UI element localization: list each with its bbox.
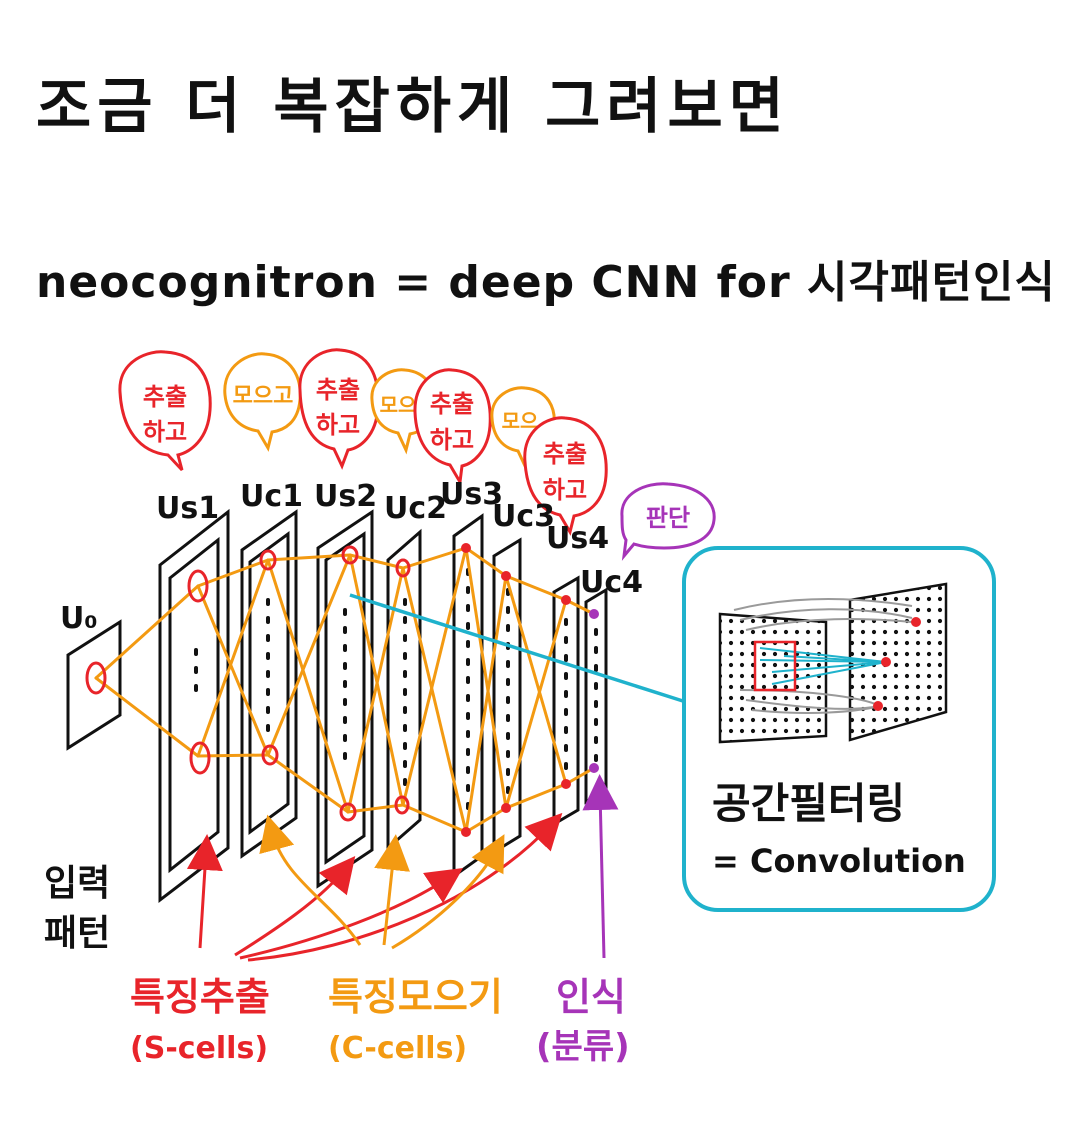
page-title: 조금 더 복잡하게 그려보면 [36,72,790,142]
legend-c-sub: (C-cells) [328,1031,467,1066]
bubble-judge: 판단 [620,482,716,561]
layer-us1-frame [158,508,230,904]
inset-output-map [848,582,948,742]
bubble-extract-2-line1: 추출 [316,376,360,404]
bubble-extract-4: 추출 하고 [523,416,608,536]
page-subtitle: neocognitron = deep CNN for 시각패턴인식 [36,257,1056,308]
bubble-extract-3-line2: 하고 [430,426,474,454]
bubble-extract-3: 추출 하고 [413,368,492,487]
convolution-link [349,593,687,704]
layer-us2-frame [316,509,374,889]
bubble-extract-1: 추출 하고 [118,350,212,472]
output-cell-bottom [589,763,599,773]
bubble-gather-1-text: 모으고 [233,384,294,409]
inset-input-map [718,612,828,744]
label-us2: Us2 [314,479,377,514]
inset-title: 공간필터링 [712,779,905,828]
label-u0: U₀ [60,601,98,636]
label-us4: Us4 [546,521,609,556]
legend-r-title: 인식 [556,975,626,1019]
output-cell-top [589,609,599,619]
layer-uc2-frame [386,528,422,852]
cell-us1-top [187,569,209,603]
label-us3: Us3 [440,477,503,512]
bubble-gather-1: 모으고 [223,352,302,452]
label-uc3: Uc3 [492,499,555,534]
bubble-extract-1-line2: 하고 [143,418,187,446]
bubble-extract-2-line2: 하고 [316,411,360,439]
legend-s-sub: (S-cells) [130,1031,268,1066]
label-uc4: Uc4 [580,565,643,600]
bubble-judge-text: 판단 [646,504,690,532]
label-uc1: Uc1 [240,479,303,514]
bubble-extract-3-line1: 추출 [430,390,474,418]
layer-u0-frame [66,619,122,751]
legend-c-title: 특징모으기 [328,975,503,1019]
bubble-gather-3-text: 모으 [502,409,539,433]
label-us1: Us1 [156,491,219,526]
bubble-gather-2-text: 모으 [380,393,417,417]
cell-us1-bottom [189,741,211,775]
input-label-line1: 입력 [44,863,110,904]
inset-sub: = Convolution [712,842,966,880]
input-label-line2: 패턴 [44,913,110,954]
legend-r-sub: (분류) [536,1027,630,1067]
cell-u0 [85,661,107,695]
layer-uc3-frame [492,537,522,855]
bubble-extract-4-line2: 하고 [543,476,587,504]
legend-s-title: 특징추출 [130,975,270,1019]
bubble-extract-4-line1: 추출 [543,440,587,468]
bubble-extract-1-line1: 추출 [143,383,187,411]
bubble-extract-2: 추출 하고 [298,348,380,470]
label-uc2: Uc2 [384,491,447,526]
